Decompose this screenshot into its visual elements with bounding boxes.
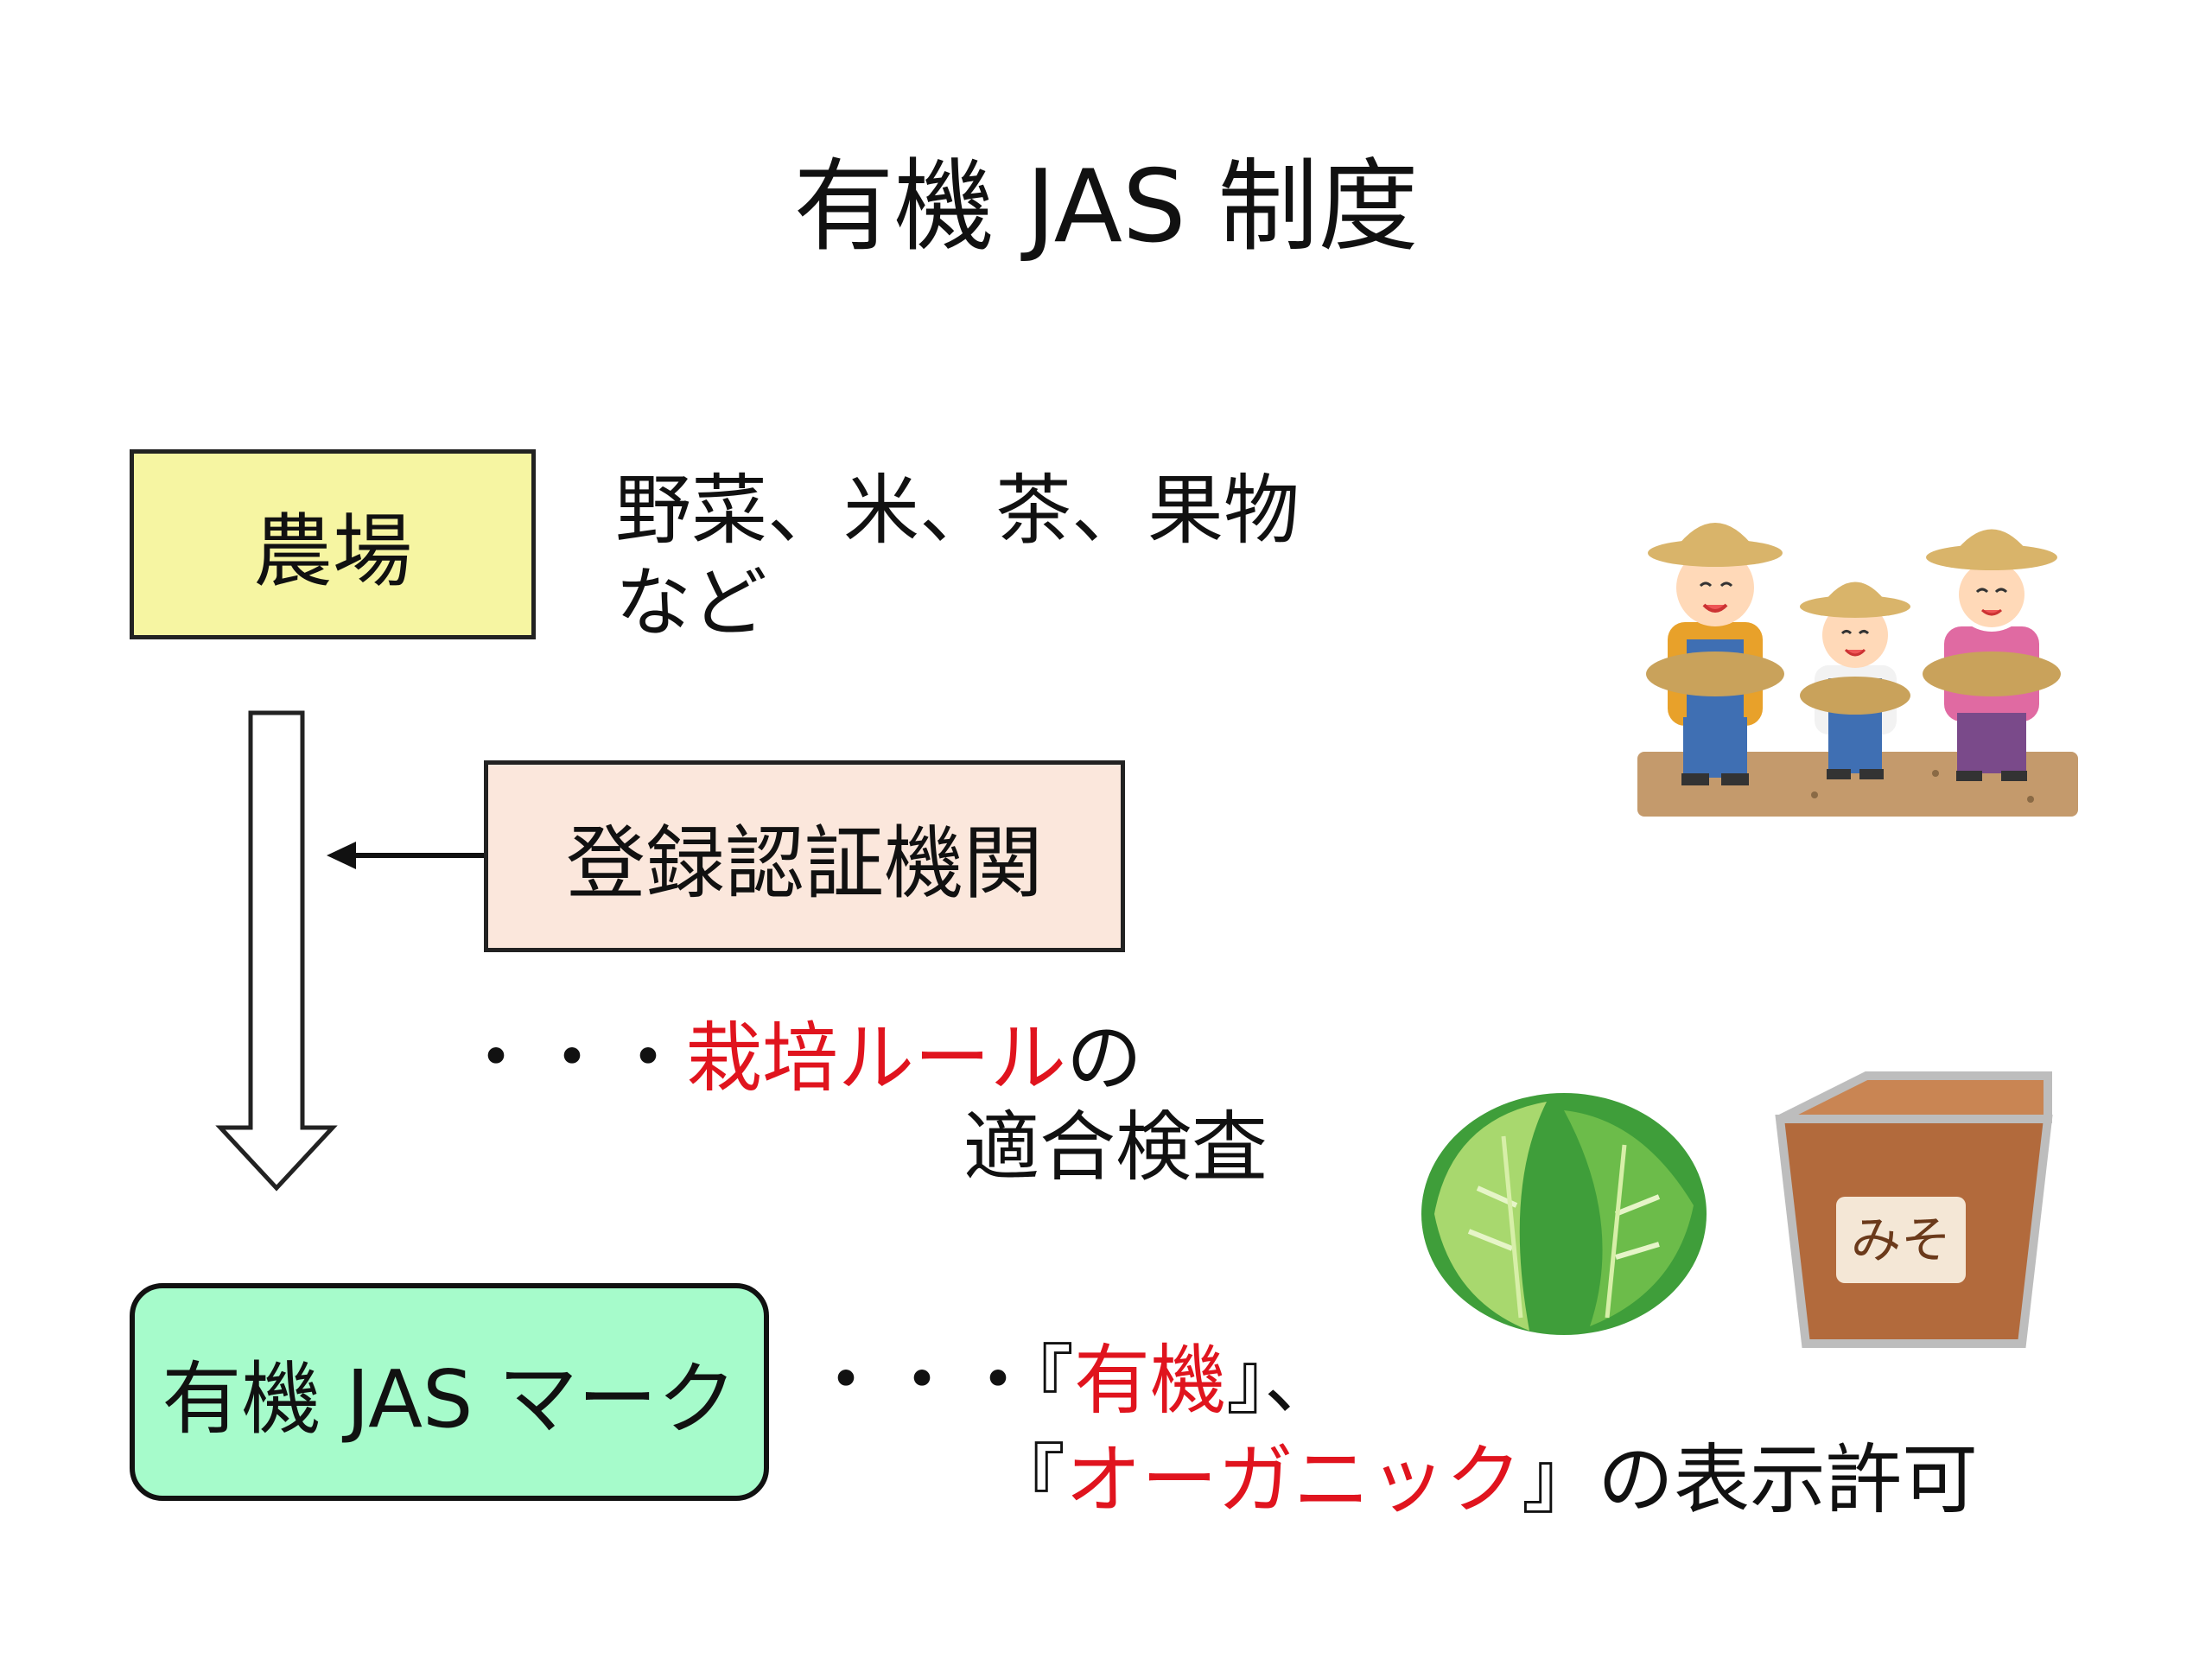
farmer-man bbox=[1646, 523, 1784, 785]
permission-line2: 『オーガニック』の表示許可 bbox=[989, 1434, 1978, 1525]
cultivation-rule-text: 栽培ルール bbox=[686, 1014, 1067, 1103]
permission-line1: ・・・『有機』、 bbox=[808, 1335, 1340, 1426]
farmer-child bbox=[1800, 582, 1910, 779]
farm-label: 農場 bbox=[252, 505, 412, 598]
inspection-line1: ・・・栽培ルールの bbox=[458, 1013, 1142, 1103]
page-title: 有機 JAS 制度 bbox=[793, 149, 1419, 265]
inspection-dots: ・・・ bbox=[458, 1014, 687, 1103]
organic-jas-mark-box: 有機 JAS マーク bbox=[130, 1283, 769, 1501]
open-bracket-1: 『 bbox=[1036, 1336, 1075, 1425]
close-bracket-1: 』、 bbox=[1226, 1336, 1341, 1425]
miso-label-text: みそ bbox=[1851, 1211, 1951, 1269]
inspection-particle: の bbox=[1066, 1014, 1143, 1103]
open-bracket-2: 『 bbox=[989, 1435, 1066, 1524]
certifier-label: 登録認証機関 bbox=[565, 817, 1043, 910]
cabbage-icon bbox=[1421, 1093, 1707, 1335]
mark-label: 有機 JAS マーク bbox=[162, 1352, 737, 1446]
inspection-line2: 適合検査 bbox=[963, 1103, 1268, 1192]
down-arrow bbox=[215, 710, 338, 1192]
display-permission-text: の表示許可 bbox=[1598, 1435, 1979, 1524]
farm-products-line2: など bbox=[615, 558, 768, 647]
miso-icon: みそ bbox=[1775, 1071, 2053, 1348]
organic-katakana-word: オーガニック bbox=[1065, 1435, 1522, 1524]
farmers-icon bbox=[1637, 523, 2078, 817]
close-bracket-2: 』 bbox=[1522, 1435, 1599, 1524]
farm-box: 農場 bbox=[130, 449, 536, 639]
permission-dots: ・・・ bbox=[808, 1336, 1037, 1425]
certifier-box: 登録認証機関 bbox=[484, 760, 1125, 952]
organic-word: 有機 bbox=[1074, 1336, 1227, 1425]
inspection-arrow bbox=[327, 842, 484, 869]
farm-products-line1: 野菜、米、茶、果物 bbox=[615, 466, 1300, 555]
farmer-woman bbox=[1923, 529, 2061, 781]
